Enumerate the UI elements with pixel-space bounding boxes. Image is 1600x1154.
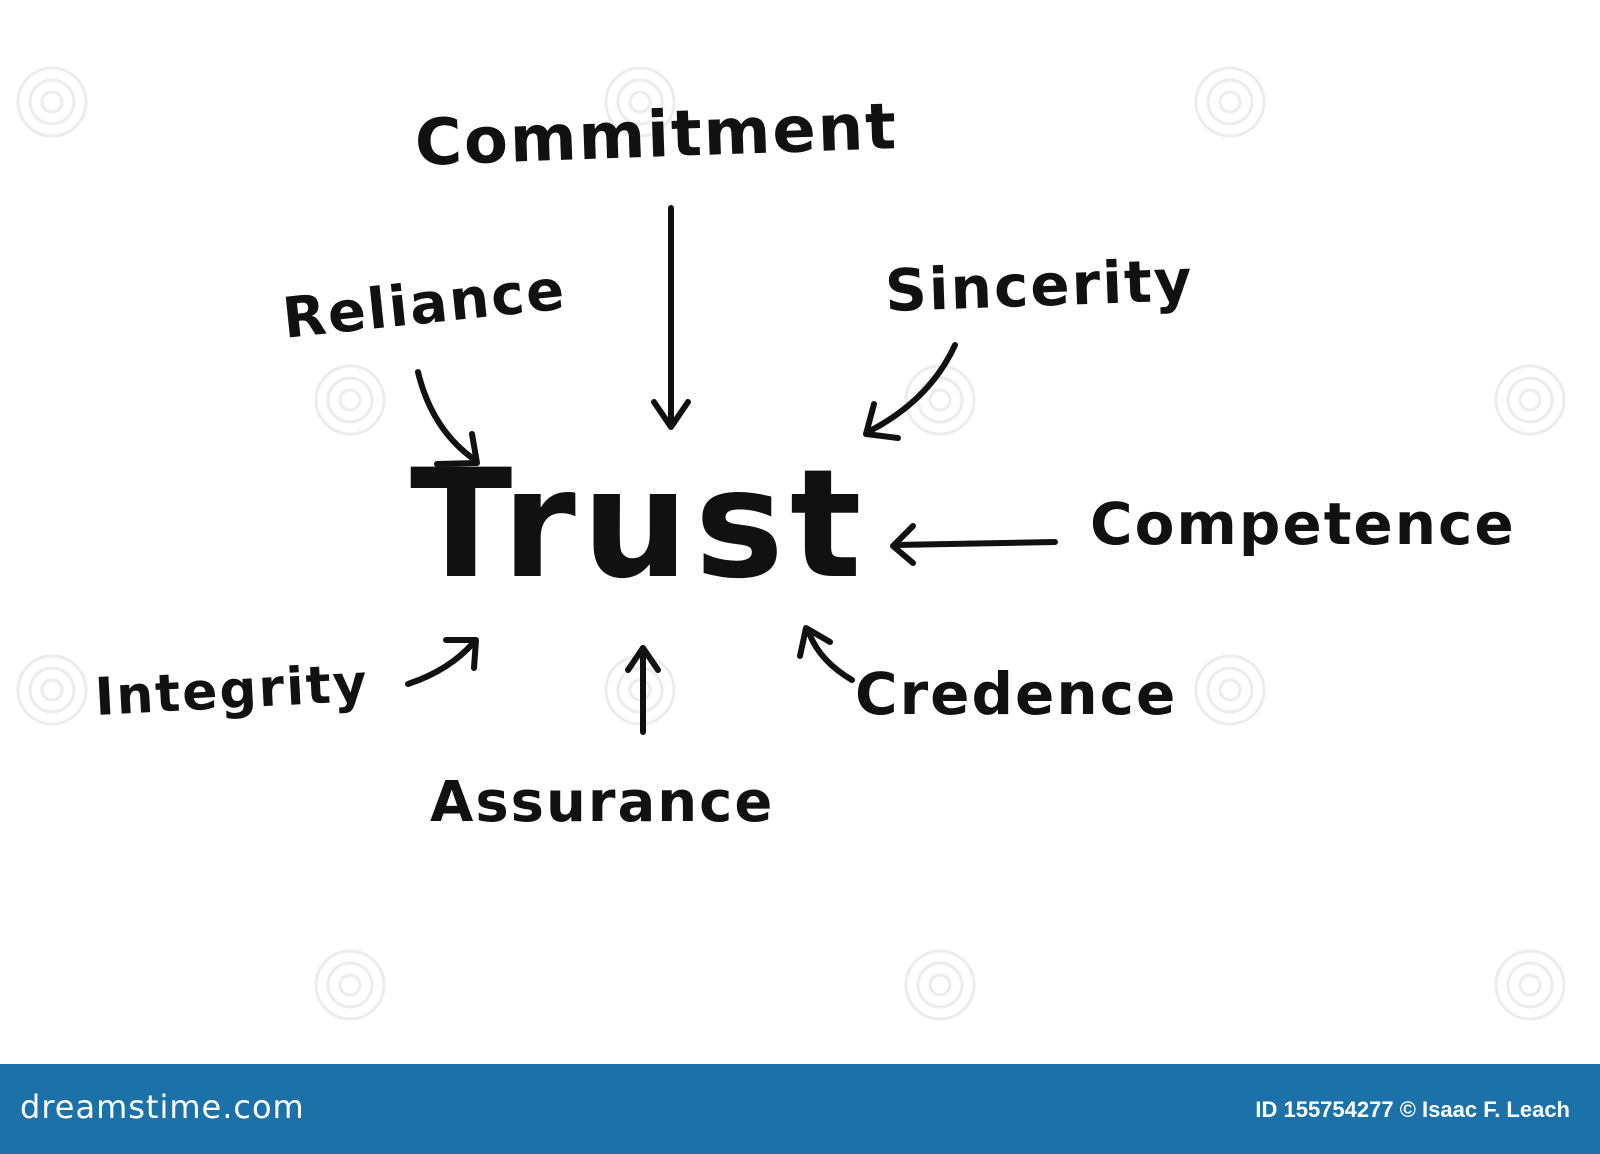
- concept-competence: Competence: [1090, 490, 1516, 558]
- image-credit: ID 155754277 © Isaac F. Leach: [1255, 1097, 1570, 1122]
- central-concept-trust: Trust: [410, 438, 868, 612]
- arrow-assurance-to-trust: [625, 645, 661, 735]
- spiral-watermark-icon: [1494, 364, 1566, 436]
- arrow-sincerity-to-trust: [863, 342, 958, 441]
- arrow-competence-to-trust: [890, 523, 1058, 566]
- spiral-watermark-icon: [16, 66, 88, 138]
- spiral-watermark-icon: [16, 654, 88, 726]
- spiral-watermark-icon: [1494, 949, 1566, 1021]
- concept-integrity: Integrity: [93, 653, 371, 728]
- footer-bar: dreamstime.com ID 155754277 © Isaac F. L…: [0, 1064, 1600, 1154]
- site-logo-text: dreamstime.com: [20, 1088, 305, 1126]
- spiral-watermark-icon: [604, 66, 676, 138]
- spiral-watermark-icon: [1194, 66, 1266, 138]
- concept-credence: Credence: [855, 660, 1178, 728]
- diagram-canvas: Commitment Reliance Sincerity Trust Comp…: [16, 66, 1566, 1021]
- arrow-integrity-to-trust: [405, 637, 479, 687]
- concept-commitment: Commitment: [413, 90, 900, 181]
- spiral-watermark-icon: [904, 949, 976, 1021]
- concept-sincerity: Sincerity: [883, 246, 1195, 325]
- arrow-commitment-to-trust: [651, 205, 691, 430]
- spiral-watermark-icon: [314, 364, 386, 436]
- arrows-layer: [405, 205, 1058, 735]
- spiral-watermark-icon: [314, 949, 386, 1021]
- concept-assurance: Assurance: [430, 770, 775, 835]
- arrow-credence-to-trust: [797, 625, 855, 683]
- arrow-reliance-to-trust: [415, 369, 480, 467]
- spiral-watermark-icon: [1194, 654, 1266, 726]
